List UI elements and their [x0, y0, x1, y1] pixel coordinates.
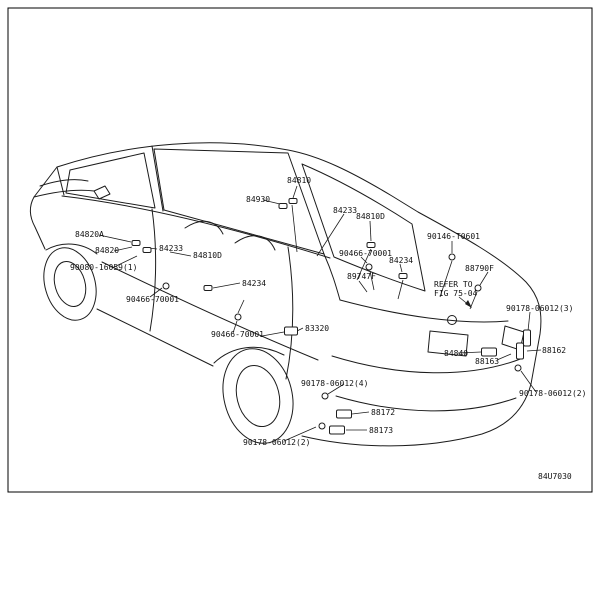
leader-line: [232, 320, 238, 334]
part-label: 90146-T0601: [427, 232, 480, 241]
part-label: 84810D: [356, 212, 385, 221]
part-label: 84233: [333, 206, 358, 215]
part-markers: [131, 198, 531, 435]
leader-line: [369, 220, 372, 242]
part-label: 90178-06012(2): [243, 438, 311, 447]
screw-marker: [474, 284, 482, 292]
box-marker: [284, 326, 298, 336]
part-label: 90178-06012(2): [519, 389, 587, 398]
leader-line: [316, 213, 345, 257]
bracket-h-marker: [336, 409, 352, 419]
clip-marker: [203, 285, 213, 291]
leader-line: [113, 246, 133, 252]
part-label: 84820A: [75, 230, 104, 239]
clip-marker: [142, 247, 152, 253]
car-wireframe: [29, 142, 542, 447]
part-label: 84233: [159, 244, 184, 253]
figure-code: 84U7030: [538, 472, 572, 481]
leader-line: [469, 291, 478, 310]
leader-line: [358, 280, 368, 293]
leader-line: [526, 349, 542, 352]
clip-marker: [131, 240, 141, 246]
leader-line: [360, 256, 368, 264]
leader-line: [439, 260, 453, 298]
part-label: 90178-06012(4): [301, 379, 369, 388]
leader-line: [457, 351, 482, 354]
bracket-v-marker: [516, 342, 524, 360]
bracket-h-marker: [329, 425, 345, 435]
bracket-v-marker: [523, 329, 531, 347]
part-label: 90080-16059(1): [70, 263, 138, 272]
screw-marker: [448, 253, 456, 261]
screw-marker: [162, 282, 170, 290]
part-label: 84930: [246, 195, 271, 204]
part-label: 89747F: [347, 272, 376, 281]
screw-marker: [321, 392, 329, 400]
arrow-marker: [465, 300, 472, 308]
part-label: 88163: [475, 357, 500, 366]
part-label: 84810: [287, 176, 312, 185]
part-label: 84234: [242, 279, 267, 288]
clip-marker: [366, 242, 376, 248]
screw-marker: [365, 263, 373, 271]
leader-line: [356, 248, 372, 281]
part-label: 84234: [389, 256, 414, 265]
part-label: 90466-70001: [126, 295, 179, 304]
leader-line: [212, 282, 241, 289]
leader-line: [351, 411, 370, 415]
part-label: 88162: [542, 346, 567, 355]
part-label: 88172: [371, 408, 396, 417]
leader-line: [111, 255, 138, 269]
leader-line: [262, 199, 281, 205]
part-label: 83320: [305, 324, 330, 333]
clip-marker: [398, 273, 408, 279]
part-label: 90466-70001: [211, 330, 264, 339]
leader-line: [291, 204, 298, 253]
leader-line: [527, 311, 531, 332]
part-label: 90466-70001: [339, 249, 392, 258]
leader-line: [479, 271, 489, 286]
leader-line: [237, 299, 245, 314]
part-label: 88173: [369, 426, 394, 435]
leader-line: [98, 234, 132, 243]
leader-line: [399, 263, 403, 273]
leader-line: [283, 426, 317, 442]
part-label: 84810D: [193, 251, 222, 260]
clip-marker: [278, 203, 288, 209]
part-label: 90178-06012(3): [506, 304, 574, 313]
leader-line: [149, 287, 163, 298]
leader-line: [327, 383, 345, 395]
leader-line: [261, 331, 285, 337]
part-label: 84840: [444, 349, 469, 358]
clip-marker: [288, 198, 298, 204]
leader-lines: [98, 185, 542, 442]
bracket-h-marker: [481, 347, 497, 357]
part-label: REFER TO FIG 75-04: [434, 280, 478, 298]
part-label: 88790F: [465, 264, 494, 273]
screw-marker: [318, 422, 326, 430]
diagram-border: [7, 7, 593, 493]
leader-line: [397, 279, 404, 300]
leader-line: [292, 185, 298, 199]
screw-marker: [514, 364, 522, 372]
part-label: 84820: [95, 246, 120, 255]
leader-line: [520, 370, 537, 393]
leader-line: [169, 251, 192, 257]
leader-line: [369, 270, 375, 291]
leader-line: [496, 353, 512, 361]
screw-marker: [234, 313, 242, 321]
